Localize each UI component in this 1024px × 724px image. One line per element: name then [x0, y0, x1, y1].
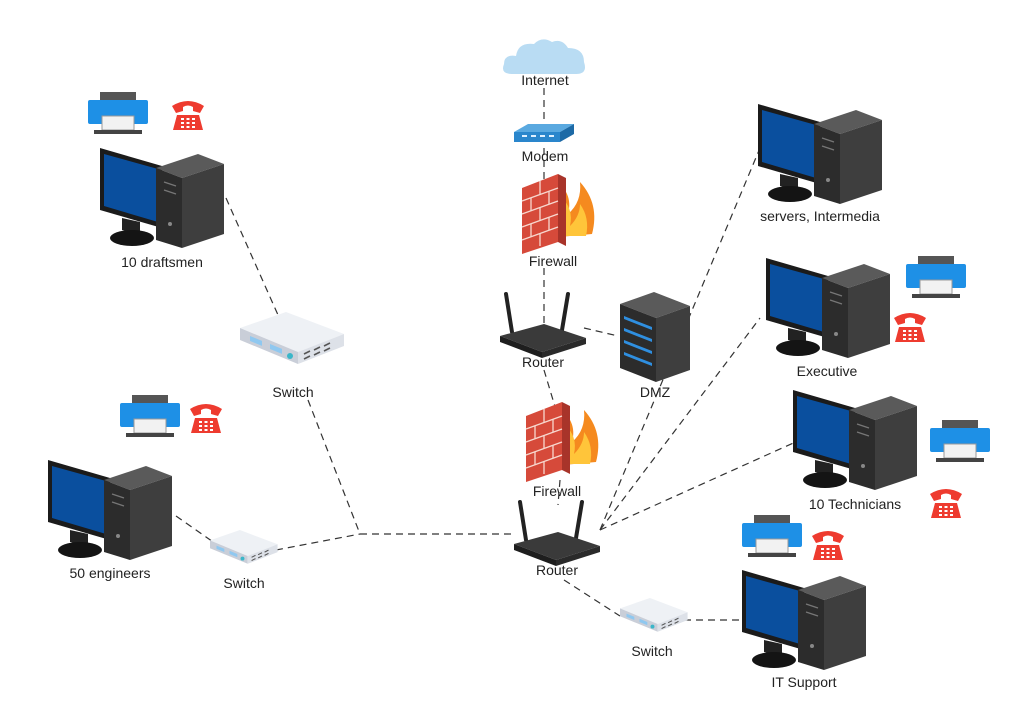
it-support-label: IT Support — [771, 674, 837, 690]
it-support-computer-icon — [741, 569, 867, 671]
technicians-printer-icon — [929, 419, 991, 463]
dmz-label: DMZ — [639, 384, 671, 400]
link-draftsmen-switch — [225, 197, 283, 325]
draftsmen-computer-icon — [99, 147, 225, 249]
switch-top-icon — [239, 311, 345, 365]
switch-left-label: Switch — [223, 575, 265, 591]
servers-computer-icon — [757, 103, 883, 205]
link-engineers-switch — [175, 515, 217, 545]
link-router-technicians — [599, 439, 801, 531]
it-support-phone-icon — [812, 531, 844, 560]
technicians-phone-icon — [930, 489, 962, 518]
draftsmen-printer-icon — [87, 91, 149, 135]
engineers-computer-icon — [47, 459, 173, 561]
link-router-executive — [599, 317, 761, 531]
engineers-label: 50 engineers — [69, 565, 151, 581]
connector-lines — [175, 88, 801, 621]
technicians-computer-icon — [792, 389, 918, 491]
router-core-icon — [512, 500, 602, 568]
router-core-label: Router — [535, 562, 579, 578]
switch-bottom-icon — [619, 597, 689, 633]
link-switch-left-bus — [275, 533, 361, 551]
link-router-switch-bottom — [563, 579, 621, 617]
draftsmen-label: 10 draftsmen — [121, 254, 203, 270]
firewall-top-icon — [521, 173, 595, 255]
internet-cloud-icon — [503, 39, 585, 74]
router-top-icon — [498, 292, 588, 360]
link-firewall-core-router — [557, 479, 561, 506]
modem-icon — [514, 124, 574, 142]
firewall-mid-label: Firewall — [532, 483, 582, 499]
link-switch-top-bus — [307, 399, 361, 535]
firewall-mid-icon — [525, 401, 599, 483]
executive-computer-icon — [765, 257, 891, 359]
switch-bottom-label: Switch — [631, 643, 673, 659]
technicians-label: 10 Technicians — [808, 496, 902, 512]
engineers-printer-icon — [119, 394, 181, 438]
firewall-top-label: Firewall — [528, 253, 578, 269]
executive-printer-icon — [905, 255, 967, 299]
modem-label: Modem — [521, 148, 569, 164]
draftsmen-phone-icon — [172, 101, 204, 130]
dmz-server-icon — [620, 292, 690, 382]
internet-label: Internet — [521, 72, 569, 88]
router-top-label: Router — [521, 354, 565, 370]
executive-label: Executive — [796, 363, 858, 379]
engineers-phone-icon — [190, 404, 222, 433]
link-router-dmz — [583, 327, 619, 337]
executive-phone-icon — [894, 313, 926, 342]
it-support-printer-icon — [741, 514, 803, 558]
switch-top-label: Switch — [272, 384, 314, 400]
link-router-firewall-mid — [543, 369, 557, 411]
servers-label: servers, Intermedia — [760, 208, 880, 224]
switch-left-icon — [209, 529, 279, 565]
